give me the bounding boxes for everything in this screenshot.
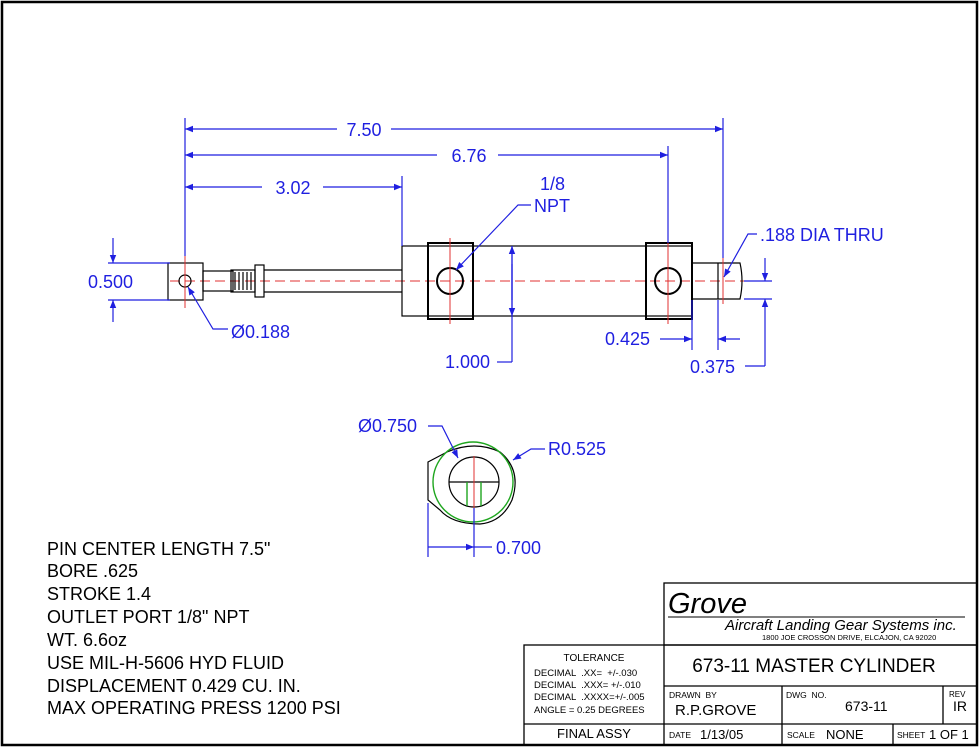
note-pin-center: PIN CENTER LENGTH 7.5": [47, 539, 270, 559]
note-fluid: USE MIL-H-5606 HYD FLUID: [47, 653, 284, 673]
end-view-construction-circle: [432, 441, 514, 523]
port-callout-line1: 1/8: [540, 174, 565, 194]
dim-rod-height: 0.500: [88, 272, 133, 292]
note-stroke: STROKE 1.4: [47, 584, 151, 604]
port-callout-line2: NPT: [534, 196, 570, 216]
dim-length-302: 3.02: [275, 178, 310, 198]
side-view: 7.50 6.76 3.02 1/8 NPT .188 DIA THRU 0.5…: [88, 118, 884, 377]
rev-label: REV: [949, 690, 966, 699]
drawn-by-value: R.P.GROVE: [675, 702, 756, 719]
end-view: Ø0.750 R0.525 0.700: [358, 416, 606, 558]
date-label: DATE: [669, 730, 691, 740]
tolerance-xxx: DECIMAL .XXX= +/-.010: [534, 680, 641, 691]
assembly-label: FINAL ASSY: [557, 726, 631, 741]
dim-length-676: 6.76: [451, 146, 486, 166]
note-bore: BORE .625: [47, 561, 138, 581]
dim-dia-thru: .188 DIA THRU: [760, 225, 884, 245]
tolerance-angle: ANGLE = 0.25 DEGREES: [534, 705, 645, 716]
company-full-name: Aircraft Landing Gear Systems inc.: [724, 617, 957, 634]
company-logo: Grove: [668, 588, 747, 620]
dim-end-dia: Ø0.750: [358, 416, 417, 436]
end-view-outline: [427, 445, 516, 525]
dim-end-width: 0.700: [496, 538, 541, 558]
rod-thread: [202, 270, 234, 292]
tolerance-xx: DECIMAL .XX= +/-.030: [534, 668, 637, 679]
dim-tab-offset: 0.425: [605, 329, 650, 349]
drawing-title: 673-11 MASTER CYLINDER: [692, 656, 936, 677]
end-tab: [691, 262, 743, 300]
drawn-by-label: DRAWN BY: [669, 690, 717, 700]
dwg-no-value: 673-11: [845, 698, 888, 714]
note-displacement: DISPLACEMENT 0.429 CU. IN.: [47, 676, 301, 696]
scale-value: NONE: [826, 727, 864, 742]
dim-overall-length: 7.50: [346, 120, 381, 140]
dim-tab-height: 0.375: [690, 357, 735, 377]
dim-end-radius: R0.525: [548, 439, 606, 459]
title-block: Grove Aircraft Landing Gear Systems inc.…: [523, 582, 978, 746]
note-weight: WT. 6.6oz: [47, 630, 127, 650]
general-notes: PIN CENTER LENGTH 7.5" BORE .625 STROKE …: [47, 539, 341, 718]
sheet-value: 1 OF 1: [929, 727, 969, 742]
dwg-no-label: DWG NO.: [786, 690, 827, 700]
rev-value: IR: [953, 698, 967, 714]
note-outlet-port: OUTLET PORT 1/8" NPT: [47, 607, 249, 627]
note-max-press: MAX OPERATING PRESS 1200 PSI: [47, 698, 341, 718]
date-value: 1/13/05: [700, 727, 743, 742]
tolerance-xxxx: DECIMAL .XXXX=+/-.005: [534, 692, 645, 703]
dim-rod-eye-dia: Ø0.188: [231, 322, 290, 342]
company-address: 1800 JOE CROSSON DRIVE, ELCAJON, CA 9202…: [762, 633, 936, 642]
scale-label: SCALE: [787, 730, 815, 740]
dim-body-height: 1.000: [445, 352, 490, 372]
jam-nut: [254, 264, 265, 298]
sheet-label: SHEET: [897, 730, 925, 740]
tolerance-heading: TOLERANCE: [564, 653, 625, 664]
